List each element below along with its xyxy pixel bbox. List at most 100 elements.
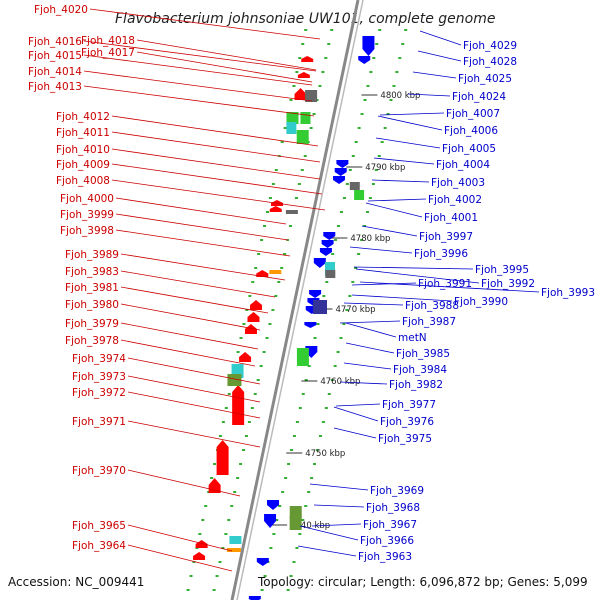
leader-line xyxy=(407,93,451,97)
gene-arrow-reverse xyxy=(256,558,269,566)
gene-arrow-reverse xyxy=(319,248,332,256)
gene-arrow-reverse xyxy=(267,500,279,510)
leader-line xyxy=(377,115,443,131)
gene-arrow-forward xyxy=(297,72,310,78)
gene-label-reverse: Fjoh_3984 xyxy=(393,364,447,376)
leader-line xyxy=(115,197,287,225)
leader-line xyxy=(419,30,462,46)
backbone-line xyxy=(236,0,364,600)
gene-label-forward: Fjoh_4013 xyxy=(28,81,82,93)
scale-label: 4780 kbp xyxy=(350,234,390,244)
cog-block xyxy=(313,300,327,314)
gene-label-reverse: Fjoh_4003 xyxy=(431,177,485,189)
gene-label-reverse: Fjoh_3968 xyxy=(366,502,420,514)
gene-label-reverse: Fjoh_4004 xyxy=(436,159,490,171)
leader-line xyxy=(83,54,313,86)
gene-arrow-reverse xyxy=(333,176,346,184)
gene-label-forward: Fjoh_4015 xyxy=(28,50,82,62)
gene-label-reverse: Fjoh_3993 xyxy=(541,287,595,299)
gene-arrow-reverse xyxy=(358,56,371,64)
leader-line xyxy=(343,362,392,370)
cog-block xyxy=(324,262,335,276)
leader-line xyxy=(115,229,291,257)
leader-line xyxy=(417,50,462,62)
cog-block xyxy=(289,516,302,530)
cog-block xyxy=(285,210,298,214)
leader-line xyxy=(111,179,326,211)
gene-arrow-forward xyxy=(250,300,262,310)
gene-label-forward: Fjoh_3973 xyxy=(72,371,126,383)
gene-arrow-forward xyxy=(232,385,245,425)
cog-block xyxy=(300,112,311,124)
gene-label-forward: Fjoh_3989 xyxy=(65,249,119,261)
cog-block xyxy=(305,90,318,102)
gene-arrow-forward xyxy=(247,312,260,322)
leader-line xyxy=(412,71,457,79)
gene-arrow-reverse xyxy=(313,258,326,268)
leader-line xyxy=(127,391,261,419)
cog-block xyxy=(227,374,242,386)
gene-label-forward: Fjoh_4014 xyxy=(28,66,82,78)
gene-label-reverse: Fjoh_4007 xyxy=(446,108,500,120)
leader-line xyxy=(111,131,321,163)
cog-block xyxy=(286,112,299,124)
leader-line xyxy=(333,427,377,439)
gene-label-reverse: Fjoh_3975 xyxy=(378,433,432,445)
gene-label-reverse: Fjoh_4025 xyxy=(458,73,512,85)
gene-arrow-reverse xyxy=(309,290,322,298)
gene-label-forward: Fjoh_3964 xyxy=(72,540,126,552)
leader-line xyxy=(83,40,317,72)
gene-label-reverse: Fjoh_3996 xyxy=(414,248,468,260)
gene-label-forward: Fjoh_3999 xyxy=(60,209,114,221)
gene-label-reverse: Fjoh_3997 xyxy=(419,231,473,243)
gene-label-forward: Fjoh_3965 xyxy=(72,520,126,532)
cog-block xyxy=(325,270,336,278)
scale-label: 4800 kbp xyxy=(380,91,420,101)
gene-label-reverse: Fjoh_3988 xyxy=(405,300,459,312)
gene-label-forward: Fjoh_4017 xyxy=(81,47,135,59)
gene-label-forward: Fjoh_4000 xyxy=(60,193,114,205)
cog-block xyxy=(286,122,297,134)
gene-arrow-forward xyxy=(195,540,208,548)
leader-line xyxy=(355,268,480,284)
gene-label-forward: Fjoh_3981 xyxy=(65,282,119,294)
gene-label-reverse: Fjoh_4029 xyxy=(463,40,517,52)
leader-line xyxy=(333,406,379,422)
gene-arrow-forward xyxy=(239,352,252,362)
leader-line xyxy=(83,70,313,102)
gene-label-reverse: Fjoh_3976 xyxy=(380,416,434,428)
gene-label-forward: Fjoh_3971 xyxy=(72,416,126,428)
leader-line xyxy=(127,375,261,403)
cog-block xyxy=(269,270,282,274)
leader-line xyxy=(345,322,397,338)
gene-label-reverse: Fjoh_4024 xyxy=(452,91,506,103)
leader-line xyxy=(299,525,359,541)
leader-line xyxy=(120,339,256,367)
gene-label-reverse: Fjoh_4001 xyxy=(424,212,478,224)
gene-label-forward: Fjoh_4020 xyxy=(34,4,88,16)
gene-label-reverse: Fjoh_3985 xyxy=(396,348,450,360)
gene-label-reverse: Fjoh_3977 xyxy=(382,399,436,411)
leader-line xyxy=(365,202,423,218)
scale-label: 4740 kbp xyxy=(290,521,330,531)
gene-label-forward: Fjoh_3970 xyxy=(72,465,126,477)
gene-arrow-forward xyxy=(244,324,257,334)
gene-label-reverse: Fjoh_3987 xyxy=(402,316,456,328)
gene-label-reverse: Fjoh_3967 xyxy=(363,519,417,531)
gene-label-reverse: Fjoh_3966 xyxy=(360,535,414,547)
gene-label-reverse: Fjoh_4028 xyxy=(463,56,517,68)
gene-arrow-reverse xyxy=(362,36,375,56)
leader-line xyxy=(111,115,319,147)
gene-label-forward: Fjoh_3972 xyxy=(72,387,126,399)
gene-label-forward: Fjoh_4011 xyxy=(56,127,110,139)
cog-block xyxy=(289,506,302,518)
gene-arrow-forward xyxy=(294,88,307,100)
leader-line xyxy=(127,469,241,497)
leader-line xyxy=(127,357,261,385)
cog-block xyxy=(354,190,365,200)
leader-line xyxy=(120,303,261,331)
gene-arrow-reverse xyxy=(334,168,347,176)
gene-arrow-reverse xyxy=(248,596,261,600)
leader-line xyxy=(359,281,540,293)
gene-label-reverse: Fjoh_3982 xyxy=(389,379,443,391)
